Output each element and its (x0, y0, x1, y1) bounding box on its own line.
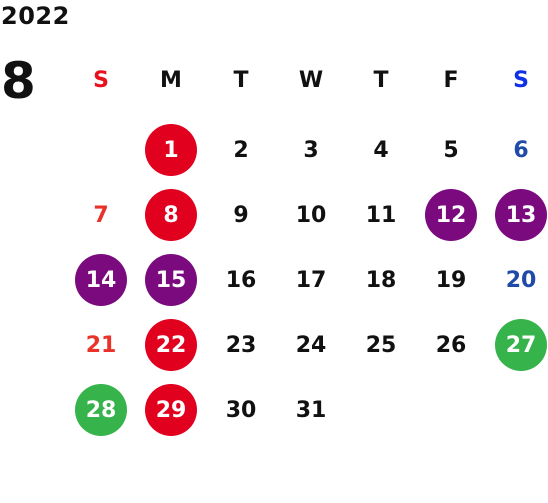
weekday-sat: S (513, 67, 529, 93)
day-24[interactable]: 24 (295, 332, 327, 358)
day-1[interactable]: 1 (145, 124, 197, 176)
weekday-thu: T (373, 67, 389, 93)
weekday-sun: S (93, 67, 109, 93)
day-18[interactable]: 18 (365, 267, 397, 293)
weekday-mon: M (160, 67, 182, 93)
day-6[interactable]: 6 (513, 137, 529, 163)
day-25[interactable]: 25 (365, 332, 397, 358)
day-17[interactable]: 17 (295, 267, 327, 293)
month-number: 8 (1, 52, 36, 110)
weekday-tue: T (233, 67, 249, 93)
day-15[interactable]: 15 (145, 254, 197, 306)
day-16[interactable]: 16 (225, 267, 257, 293)
day-23[interactable]: 23 (225, 332, 257, 358)
weekday-wed: W (298, 67, 324, 93)
day-27[interactable]: 27 (495, 319, 547, 371)
day-21[interactable]: 21 (85, 332, 117, 358)
day-29[interactable]: 29 (145, 384, 197, 436)
day-7[interactable]: 7 (93, 202, 109, 228)
day-4[interactable]: 4 (373, 137, 389, 163)
year-label: 2022 (1, 2, 70, 30)
day-9[interactable]: 9 (233, 202, 249, 228)
day-20[interactable]: 20 (505, 267, 537, 293)
day-10[interactable]: 10 (295, 202, 327, 228)
day-2[interactable]: 2 (233, 137, 249, 163)
day-14[interactable]: 14 (75, 254, 127, 306)
day-26[interactable]: 26 (435, 332, 467, 358)
day-13[interactable]: 13 (495, 189, 547, 241)
day-3[interactable]: 3 (303, 137, 319, 163)
day-28[interactable]: 28 (75, 384, 127, 436)
day-19[interactable]: 19 (435, 267, 467, 293)
day-12[interactable]: 12 (425, 189, 477, 241)
day-31[interactable]: 31 (295, 397, 327, 423)
weekday-fri: F (443, 67, 459, 93)
day-11[interactable]: 11 (365, 202, 397, 228)
day-8[interactable]: 8 (145, 189, 197, 241)
day-22[interactable]: 22 (145, 319, 197, 371)
day-5[interactable]: 5 (443, 137, 459, 163)
day-30[interactable]: 30 (225, 397, 257, 423)
